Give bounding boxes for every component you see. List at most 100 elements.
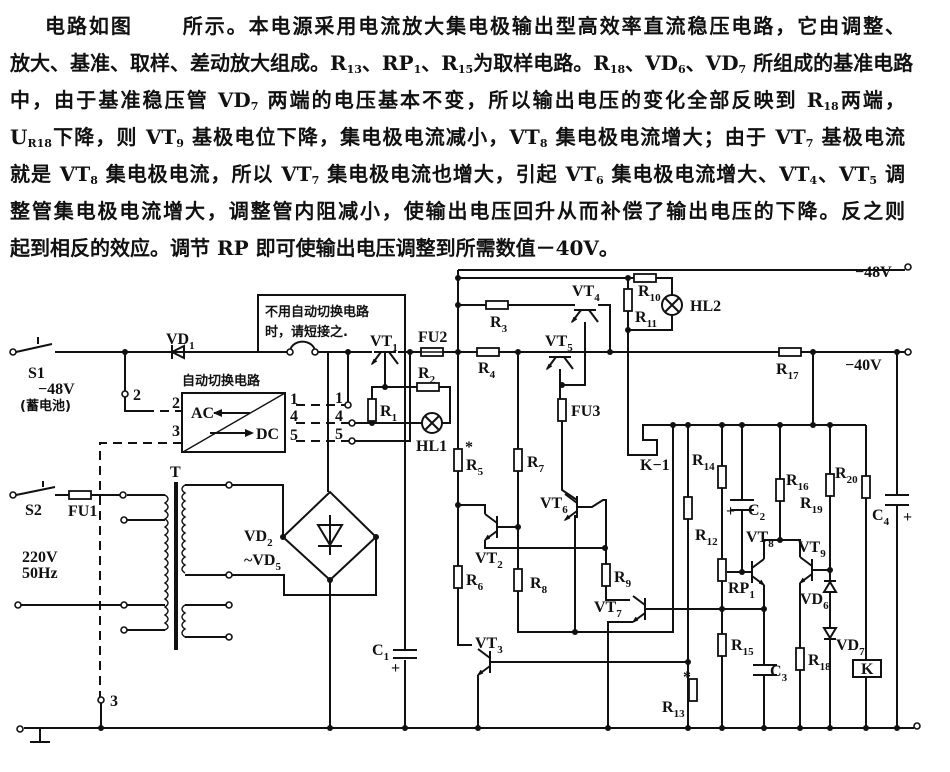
label-subscript: 4 (490, 369, 496, 381)
resistor-r1 (367, 398, 377, 422)
label-box-pin-4: 4 (290, 408, 298, 425)
label-subscript: 18 (820, 661, 832, 673)
label-subscript: 2 (760, 511, 766, 523)
resistor-r14 (717, 465, 727, 489)
lamp-hl1-icon (421, 412, 443, 434)
text-run: 集电极电流增大；由于 VT (547, 125, 806, 149)
label-subscript: 3 (502, 323, 508, 335)
label-s2: S2 (25, 502, 42, 519)
switch-s1-icon[interactable] (15, 337, 53, 353)
resistor-r15 (717, 633, 727, 657)
subscript: 9 (176, 137, 184, 150)
transistor-vt7 (632, 595, 646, 623)
paragraph-line: 整管集电极电流增大，调整管内阻减小，使输出电压回升从而补偿了输出电压的下降。反之… (10, 193, 905, 230)
resistor-r5 (453, 448, 463, 472)
label-terminal-3: 3 (110, 693, 118, 710)
paragraph-line: 中，由于基准稳压管 VD7 两端的电压基本不变，所以输出电压的变化全部反映到 R… (10, 82, 905, 119)
label-vt3: VT3 (475, 635, 503, 656)
label-rp1: RP1 (728, 580, 755, 601)
label-r8: R8 (530, 575, 548, 596)
label-r6: R6 (466, 572, 484, 593)
label-subscript: 7 (539, 463, 545, 475)
label-c3: C3 (770, 663, 788, 684)
label-r3: R3 (490, 314, 508, 335)
diode-vd7-icon (822, 627, 838, 640)
label-r15: R15 (731, 637, 754, 658)
auto-switch-box (181, 392, 286, 453)
label-subscript: 8 (542, 584, 548, 596)
label-k1: K−1 (640, 457, 670, 474)
label-s1: S1 (28, 365, 45, 382)
terminal-ground-out (913, 722, 921, 730)
label-subscript: 14 (704, 461, 716, 473)
resistor-r18 (795, 647, 805, 671)
text-run: 基极电流 (813, 125, 906, 149)
label-k: K (861, 661, 874, 678)
label-pin-1: 1 (335, 390, 343, 407)
subscript: R18 (27, 137, 52, 150)
label-r5-star: * (465, 439, 473, 456)
resistor-r17 (778, 347, 802, 357)
label-r13: R13 (662, 699, 685, 720)
label-vd6: VD6 (800, 591, 829, 612)
transformer-t-icon (163, 482, 187, 650)
label-vd7: VD7 (836, 637, 865, 658)
resistor-r9 (601, 563, 611, 587)
resistor-r6 (453, 565, 463, 589)
label-subscript: 6 (478, 581, 484, 593)
text-run: 起到相反的效应。调节 RP 即可使输出电压调整到所需数值－40V。 (10, 236, 619, 260)
label-r16: R16 (786, 472, 809, 493)
text-run: 调 (877, 162, 905, 186)
transistor-vt5 (546, 356, 574, 370)
label-subscript: 11 (647, 318, 657, 330)
resistor-r3 (485, 300, 509, 310)
potentiometer-rp1[interactable] (717, 558, 727, 582)
label-t: T (170, 464, 181, 481)
subscript: 18 (609, 63, 626, 76)
text-run: 集电极电流增大、VT (603, 162, 810, 186)
label-220v: 220V (22, 549, 58, 566)
label-vt7: VT7 (594, 599, 622, 620)
label-vt4: VT4 (572, 283, 600, 304)
label-subscript: 8 (768, 538, 774, 550)
label-vd5: ~VD5 (244, 552, 281, 573)
label-subscript: 6 (823, 600, 829, 612)
resistor-r12 (683, 496, 693, 520)
label-r13-star: * (683, 669, 691, 686)
text-run: 、VT (817, 162, 870, 186)
label-subscript: 2 (497, 559, 503, 571)
subscript: 15 (457, 63, 474, 76)
label-subscript: 5 (567, 342, 573, 354)
text-run: 就是 VT (10, 162, 91, 186)
label-r17: R17 (776, 361, 799, 382)
label-subscript: 5 (478, 466, 484, 478)
label-box-pin-5: 5 (290, 427, 298, 444)
bypass-jumper (289, 340, 316, 353)
bridge-diode-icon (316, 515, 344, 555)
paragraph-line: 起到相反的效应。调节 RP 即可使输出电压调整到所需数值－40V。 (10, 230, 905, 267)
transistor-vt2 (484, 513, 498, 541)
label-subscript: 2 (267, 537, 273, 549)
text-run: 集电极电流，所以 VT (97, 162, 312, 186)
label-subscript: 1 (749, 589, 755, 601)
label-vt6: VT6 (540, 495, 568, 516)
switch-s2-icon[interactable] (15, 481, 120, 496)
text-run: 两端的电压基本不变，所以输出电压的变化全部反映到 R (258, 88, 824, 112)
resistor-r8 (513, 568, 523, 592)
label-r11: R11 (635, 309, 657, 330)
label-subscript: 20 (847, 474, 859, 486)
paragraph-line: 就是 VT8 集电极电流，所以 VT7 集电极电流也增大，引起 VT6 集电极电… (10, 156, 905, 193)
label-minus48v-in: −48V (38, 381, 75, 398)
note-box (257, 294, 406, 352)
label-battery: (蓄电池) (20, 398, 71, 414)
label-vd1: VD1 (166, 331, 195, 352)
wire-rail-2 (458, 277, 866, 456)
terminal-s2 (9, 491, 17, 499)
label-subscript: 13 (674, 708, 686, 720)
text-run: 、VD (625, 51, 679, 75)
label-subscript: 4 (594, 292, 600, 304)
dashed-link-3 (99, 442, 182, 697)
note-text-line-2: 时，请短接之. (265, 324, 348, 340)
label-box-pin-2: 2 (172, 395, 180, 412)
